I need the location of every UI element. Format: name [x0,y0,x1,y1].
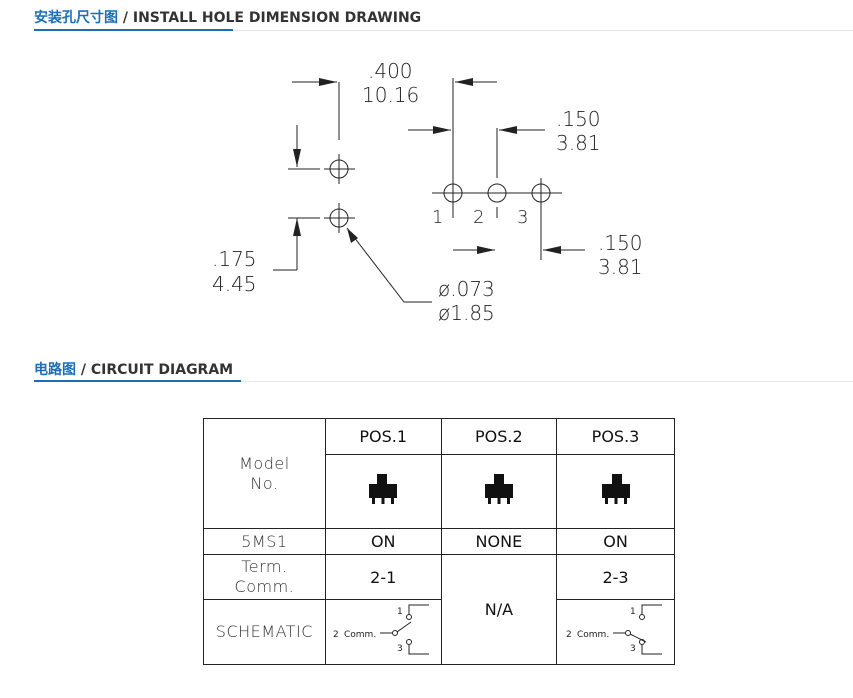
term-label: Term. [241,557,288,576]
schematic-label: SCHEMATIC [203,599,326,665]
model-no-cell: Model No. [203,418,326,529]
dim-right-mm: 3.81 [556,131,601,155]
dim-lower-mm: 3.81 [598,255,643,279]
model-name-cell: 5MS1 [203,528,326,555]
section-title-en: / INSTALL HOLE DIMENSION DRAWING [118,10,422,26]
section-divider [34,381,853,382]
section-title-circuit: 电路图 / CIRCUIT DIAGRAM [34,359,233,379]
schematic-pos3-cell: 1 2 Comm. 3 [556,599,675,665]
section-title-cn: 安装孔尺寸图 [34,10,118,26]
pos2-switch-cell [440,454,558,529]
pos3-header: POS.3 [556,418,675,455]
sch3-pin3: 3 [630,644,636,654]
switch-pos3-icon [601,473,630,504]
state-pos2: NONE [440,528,558,555]
model-label: Model [239,453,290,473]
sch3-pin2: 2 [566,630,572,640]
pos1-header: POS.1 [324,418,442,455]
dim-right-in: .150 [556,107,601,131]
section-accent-bar [34,380,241,382]
sch3-pin1: 1 [630,607,636,617]
install-hole-drawing: .400 10.16 .150 3.81 .150 3.81 .175 4.45… [212,59,643,325]
section-divider [34,30,853,31]
schematic-pos1-cell: 1 2 Comm. 3 [324,599,442,665]
term-pos1: 2-1 [324,554,442,600]
sch3-comm: Comm. [577,630,609,640]
dim-hole-in: ø.073 [438,277,495,301]
pin-label-3: 3 [517,207,528,228]
dim-left-in: .175 [212,247,257,271]
term-comm-cell: Term. Comm. [203,554,326,600]
section-accent-bar [34,29,233,31]
state-pos1: ON [324,528,442,555]
dim-top-mm: 10.16 [362,83,419,107]
sch1-pin1: 1 [397,607,403,617]
switch-pos1-icon [369,473,398,504]
no-label: No. [250,473,279,493]
sch1-pin2: 2 [333,630,339,640]
section-title-install-hole: 安装孔尺寸图 / INSTALL HOLE DIMENSION DRAWING [34,7,421,27]
pos2-header: POS.2 [440,418,558,455]
term-pos3: 2-3 [556,554,675,600]
dim-hole-mm: ø1.85 [438,301,495,325]
pos1-switch-cell [324,454,442,529]
pos3-switch-cell [556,454,675,529]
switch-pos2-icon [484,473,513,504]
schematic-pos3-icon: 1 2 Comm. 3 [566,604,662,655]
pin-label-1: 1 [432,207,443,228]
pin-label-2: 2 [473,207,484,228]
sch1-comm: Comm. [344,630,376,640]
dim-left-mm: 4.45 [212,272,257,296]
term-pos2: N/A [440,554,558,665]
state-pos3: ON [556,528,675,555]
comm-label: Comm. [234,577,295,596]
dim-top-in: .400 [368,59,413,83]
section-title-cn: 电路图 [34,362,76,378]
sch1-pin3: 3 [397,644,403,654]
dim-lower-in: .150 [598,231,643,255]
section-title-en: / CIRCUIT DIAGRAM [76,362,234,378]
schematic-pos1-icon: 1 2 Comm. 3 [333,604,430,655]
circuit-table: Model No. POS.1 POS.2 POS.3 [203,418,675,665]
